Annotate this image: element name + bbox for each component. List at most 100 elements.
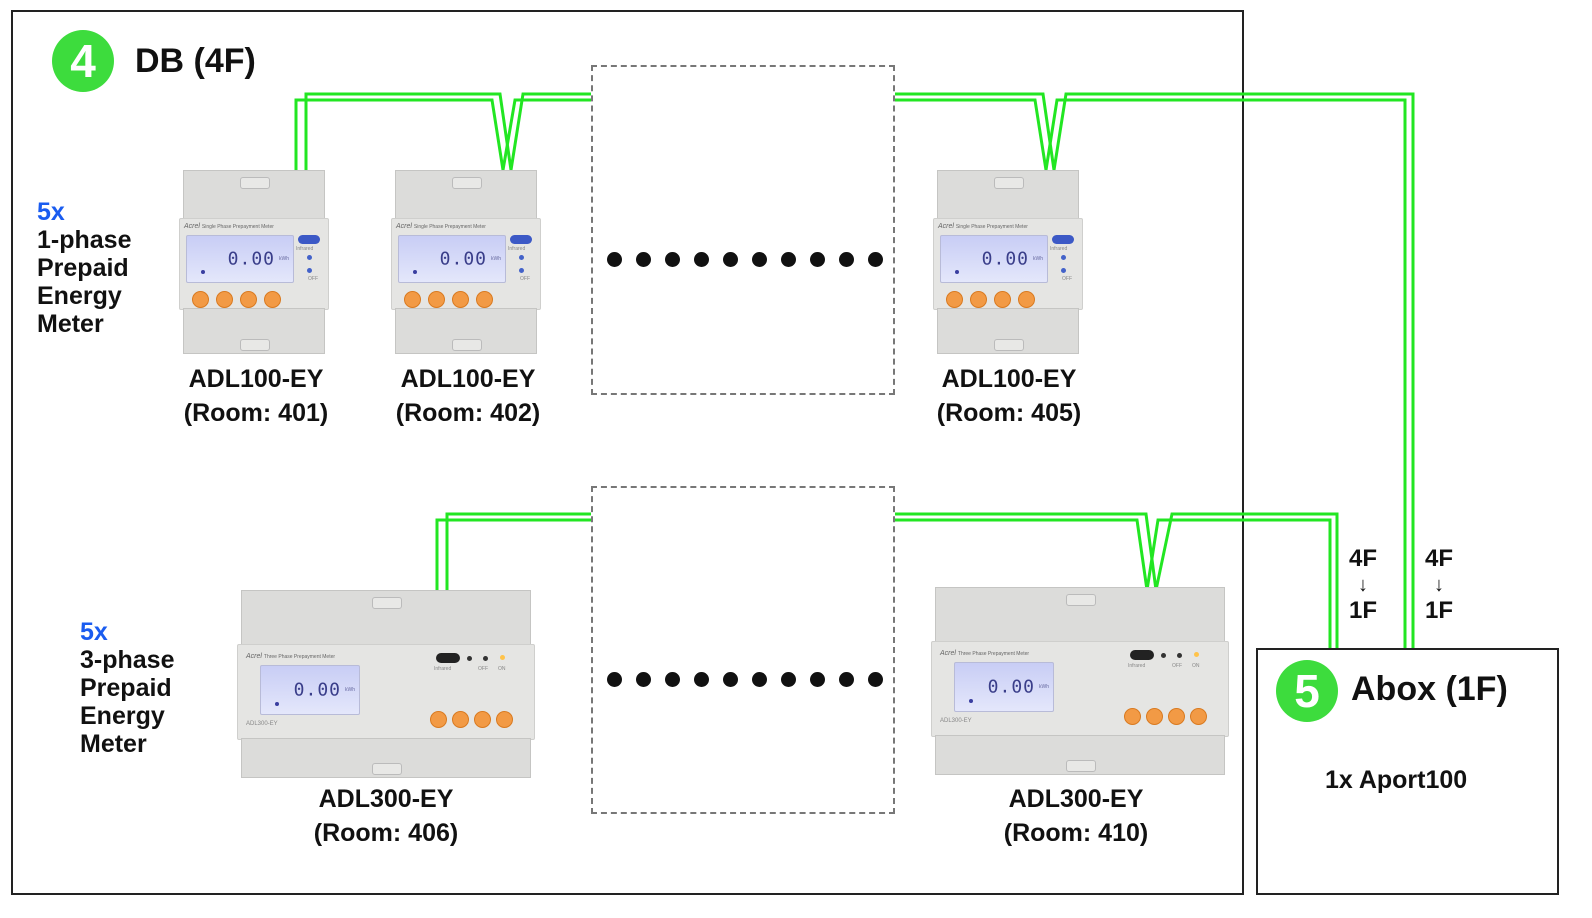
lcd-reading: 0.00 <box>981 248 1029 270</box>
meter-brand: Acrel Single Phase Prepayment Meter <box>938 223 1028 230</box>
meter-caption: ADL100-EY(Room: 401) <box>136 362 376 430</box>
meter-front-panel: Acrel Single Phase Prepayment Meter 0.00… <box>391 218 541 310</box>
meter-top-terminal <box>937 170 1079 220</box>
floor-transition-label: 4F ↓ 1F <box>1419 546 1459 624</box>
meter-caption: ADL300-EY (Room: 406) <box>266 782 506 850</box>
wire-a <box>294 98 591 171</box>
omitted-three-phase-meters <box>591 486 895 814</box>
meter-bottom-terminal <box>395 308 537 354</box>
label-line: Prepaid <box>80 674 172 702</box>
meter-model: ADL300-EY <box>1008 785 1144 813</box>
abox-step-badge: 5 <box>1276 660 1338 722</box>
meter-room: (Room: 405) <box>936 399 1082 427</box>
label-line: 1-phase <box>37 226 132 254</box>
infrared-label: Infrared <box>1050 246 1068 252</box>
down-arrow-icon: ↓ <box>1358 574 1368 596</box>
label-line: Energy <box>80 702 165 730</box>
off-label: OFF <box>1172 663 1182 669</box>
status-led-icon <box>1161 653 1166 658</box>
label-line: 3-phase <box>80 646 175 674</box>
wire-b <box>895 92 1415 648</box>
meter-bottom-terminal <box>935 735 1225 775</box>
meter-model: ADL100-EY <box>400 365 536 393</box>
meter-top-terminal <box>241 590 531 646</box>
lcd-reading: 0.00 <box>227 248 275 270</box>
enter-button-icon <box>476 291 493 308</box>
meter-caption: ADL300-EY(Room: 410) <box>956 782 1196 850</box>
set-button-icon <box>1124 708 1141 725</box>
to-floor: 1F <box>1424 597 1453 624</box>
meter-room: (Room: 402) <box>395 399 541 427</box>
meter-caption: ADL100-EY (Room: 405) <box>889 362 1129 430</box>
single-phase-meter-device: Acrel Single Phase Prepayment Meter 0.00… <box>179 170 329 354</box>
meter-top-terminal <box>183 170 325 220</box>
set-button-icon <box>946 291 963 308</box>
infrared-port-icon <box>1052 235 1074 244</box>
meter-model: ADL100-EY <box>188 365 324 393</box>
ellipsis-dot <box>607 672 622 687</box>
omitted-single-phase-meters <box>591 65 895 395</box>
wire-b <box>304 92 591 171</box>
face-model-label: ADL300-EY <box>246 721 278 727</box>
status-led-icon <box>519 268 524 273</box>
ellipsis-dot <box>781 252 796 267</box>
enter-button-icon <box>496 711 513 728</box>
ellipsis-three-phase <box>607 672 883 687</box>
ellipsis-dot <box>810 672 825 687</box>
lcd-reading: 0.00 <box>293 679 341 701</box>
infrared-label: Infrared <box>296 246 314 252</box>
meter-room: (Room: 406) <box>313 819 459 847</box>
meter-brand: Acrel Single Phase Prepayment Meter <box>396 223 486 230</box>
three-phase-meter-device: Acrel Three Phase Prepayment Meter 0.00 … <box>931 587 1229 775</box>
wire-a <box>435 518 591 590</box>
meter-top-terminal <box>395 170 537 220</box>
single-phase-group-label: 5x 1-phase Prepaid Energy Meter <box>37 198 131 338</box>
ellipsis-dot <box>694 672 709 687</box>
floor-transition-label: 4F ↓ 1F <box>1343 546 1383 624</box>
meter-bottom-terminal <box>241 738 531 778</box>
lcd-reading: 0.00 <box>439 248 487 270</box>
three-phase-count: 5x <box>80 618 108 646</box>
off-label: OFF <box>1062 276 1072 282</box>
meter-lcd: 0.00 kWh <box>260 665 360 715</box>
infrared-port-icon <box>1130 650 1154 660</box>
wire-a <box>895 98 1407 648</box>
up-button-icon <box>428 291 445 308</box>
status-led-icon <box>483 656 488 661</box>
wire-b <box>445 512 591 590</box>
abox-device-count: 1x Aport100 <box>1325 766 1468 794</box>
down-button-icon <box>240 291 257 308</box>
meter-model: ADL300-EY <box>318 785 454 813</box>
ellipsis-dot <box>868 252 883 267</box>
down-arrow-icon: ↓ <box>1434 574 1444 596</box>
ellipsis-dot <box>781 672 796 687</box>
ellipsis-dot <box>810 252 825 267</box>
meter-lcd: 0.00 kWh <box>186 235 294 283</box>
meter-lcd: 0.00 kWh <box>954 662 1054 712</box>
off-label: OFF <box>520 276 530 282</box>
down-button-icon <box>994 291 1011 308</box>
wire-b <box>895 512 1339 648</box>
from-floor: 4F <box>1424 545 1453 572</box>
from-floor: 4F <box>1348 545 1377 572</box>
meter-model: ADL100-EY <box>941 365 1077 393</box>
up-button-icon <box>216 291 233 308</box>
ellipsis-dot <box>868 672 883 687</box>
abox-title: Abox (1F) <box>1351 670 1508 708</box>
db-step-badge: 4 <box>52 30 114 92</box>
off-label: OFF <box>478 666 488 672</box>
meter-caption: ADL100-EY (Room: 402) <box>348 362 588 430</box>
up-button-icon <box>1146 708 1163 725</box>
up-button-icon <box>452 711 469 728</box>
meter-front-panel: Acrel Three Phase Prepayment Meter 0.00 … <box>237 644 535 740</box>
up-button-icon <box>970 291 987 308</box>
status-led-icon <box>1177 653 1182 658</box>
ellipsis-dot <box>665 672 680 687</box>
off-label: OFF <box>308 276 318 282</box>
status-led-icon <box>467 656 472 661</box>
on-label: ON <box>498 666 506 672</box>
infrared-label: Infrared <box>1128 663 1146 669</box>
single-phase-meter-device: Acrel Single Phase Prepayment Meter 0.00… <box>933 170 1083 354</box>
down-button-icon <box>474 711 491 728</box>
